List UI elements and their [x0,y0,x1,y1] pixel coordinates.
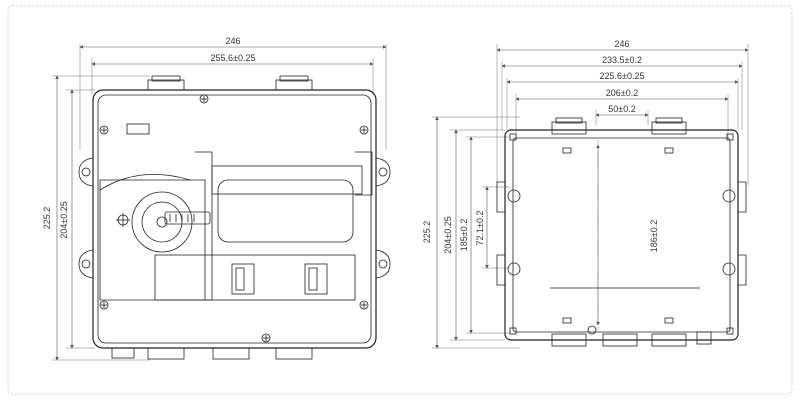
rear-top-gland-left [551,121,587,135]
page-frame [7,5,793,395]
rear-bottom-gland-3 [651,333,687,347]
front-cover-window [217,179,354,243]
front-ear-right-bottom [375,249,391,279]
rear-clip-bottom-right [664,317,674,324]
rear-bracket-left-bottom [496,254,505,286]
front-bottom-gland-1 [147,347,185,360]
front-width-overall-label: 246 [225,36,240,46]
rear-bracket-left-top [496,181,505,213]
rear-height-c-label: 72.1±0.2 [475,211,485,246]
front-bottom-vent [111,347,135,359]
front-ear-left-top [78,157,94,187]
front-screw-tl [99,125,109,135]
front-bottom-gland-3 [275,347,313,360]
rear-height-d-label: 186±0.2 [649,220,659,252]
front-ear-left-bottom [78,249,94,279]
front-screw-bottom [261,333,271,343]
front-top-gland-left [147,79,185,91]
rear-clip-top-right [664,147,674,154]
front-rotary-handle [164,211,211,225]
front-enclosure-inner [97,94,372,344]
rear-clip-bottom-left [562,317,572,324]
rear-clip-top-left [562,147,572,154]
front-cover-top [211,165,363,195]
rear-width-a-label: 233.5±0.2 [602,55,642,65]
rear-bottom-gland-2 [602,333,638,347]
rear-height-overall-label: 225.2 [422,221,432,244]
front-cover-hinge-right [355,151,373,196]
rear-bottom-vent [696,331,712,345]
front-terminal-right [304,263,328,295]
rear-width-overall-label: 246 [614,39,629,49]
rear-screw-tr [726,133,734,141]
rear-width-c-label: 206±0.2 [606,88,638,98]
rear-enclosure-inner [512,137,731,333]
rear-bracket-right-bottom [738,254,747,286]
front-cover-hinge-left [195,151,213,301]
front-screw-top [199,94,209,104]
front-terminal-left [231,263,255,295]
rear-top-gland-right [651,121,687,135]
rear-screw-br [726,327,734,335]
front-height-mount-label: 204±0.25 [59,201,69,238]
rear-bracket-right-top [738,181,747,213]
rear-view: 246 233.5±0.2 225.6±0.25 206±0.2 50±0.2 … [422,39,749,349]
front-label-slot [126,123,150,135]
front-crosshair-icon [116,213,130,227]
rear-bottom-gland-1 [551,333,587,347]
front-rotary-dial [131,191,193,253]
rear-screw-tl [509,133,517,141]
front-top-gland-right-cap [279,75,309,82]
rear-width-d-label: 50±0.2 [608,104,635,114]
rear-height-b-label: 185±0.2 [459,219,469,251]
front-top-gland-left-cap [151,75,181,82]
front-view: 246 255.6±0.25 225.2 204±0.25 [42,36,391,361]
front-top-gland-right [275,79,313,91]
front-ear-right-top [375,157,391,187]
front-screw-tr [359,125,369,135]
rear-ground-screw [587,325,597,335]
rear-enclosure-body [504,129,739,341]
rear-width-b-label: 225.6±0.25 [600,71,645,81]
rear-screw-bl [509,327,517,335]
front-bottom-gland-2 [212,347,250,360]
front-screw-bl [99,300,109,310]
rear-height-a-label: 204±0.25 [443,216,453,253]
front-height-overall-label: 225.2 [42,207,52,230]
front-enclosure-body [92,89,377,349]
front-terminal-area [154,254,356,301]
front-screw-br [359,300,369,310]
front-width-mount-label: 255.6±0.25 [211,53,256,63]
